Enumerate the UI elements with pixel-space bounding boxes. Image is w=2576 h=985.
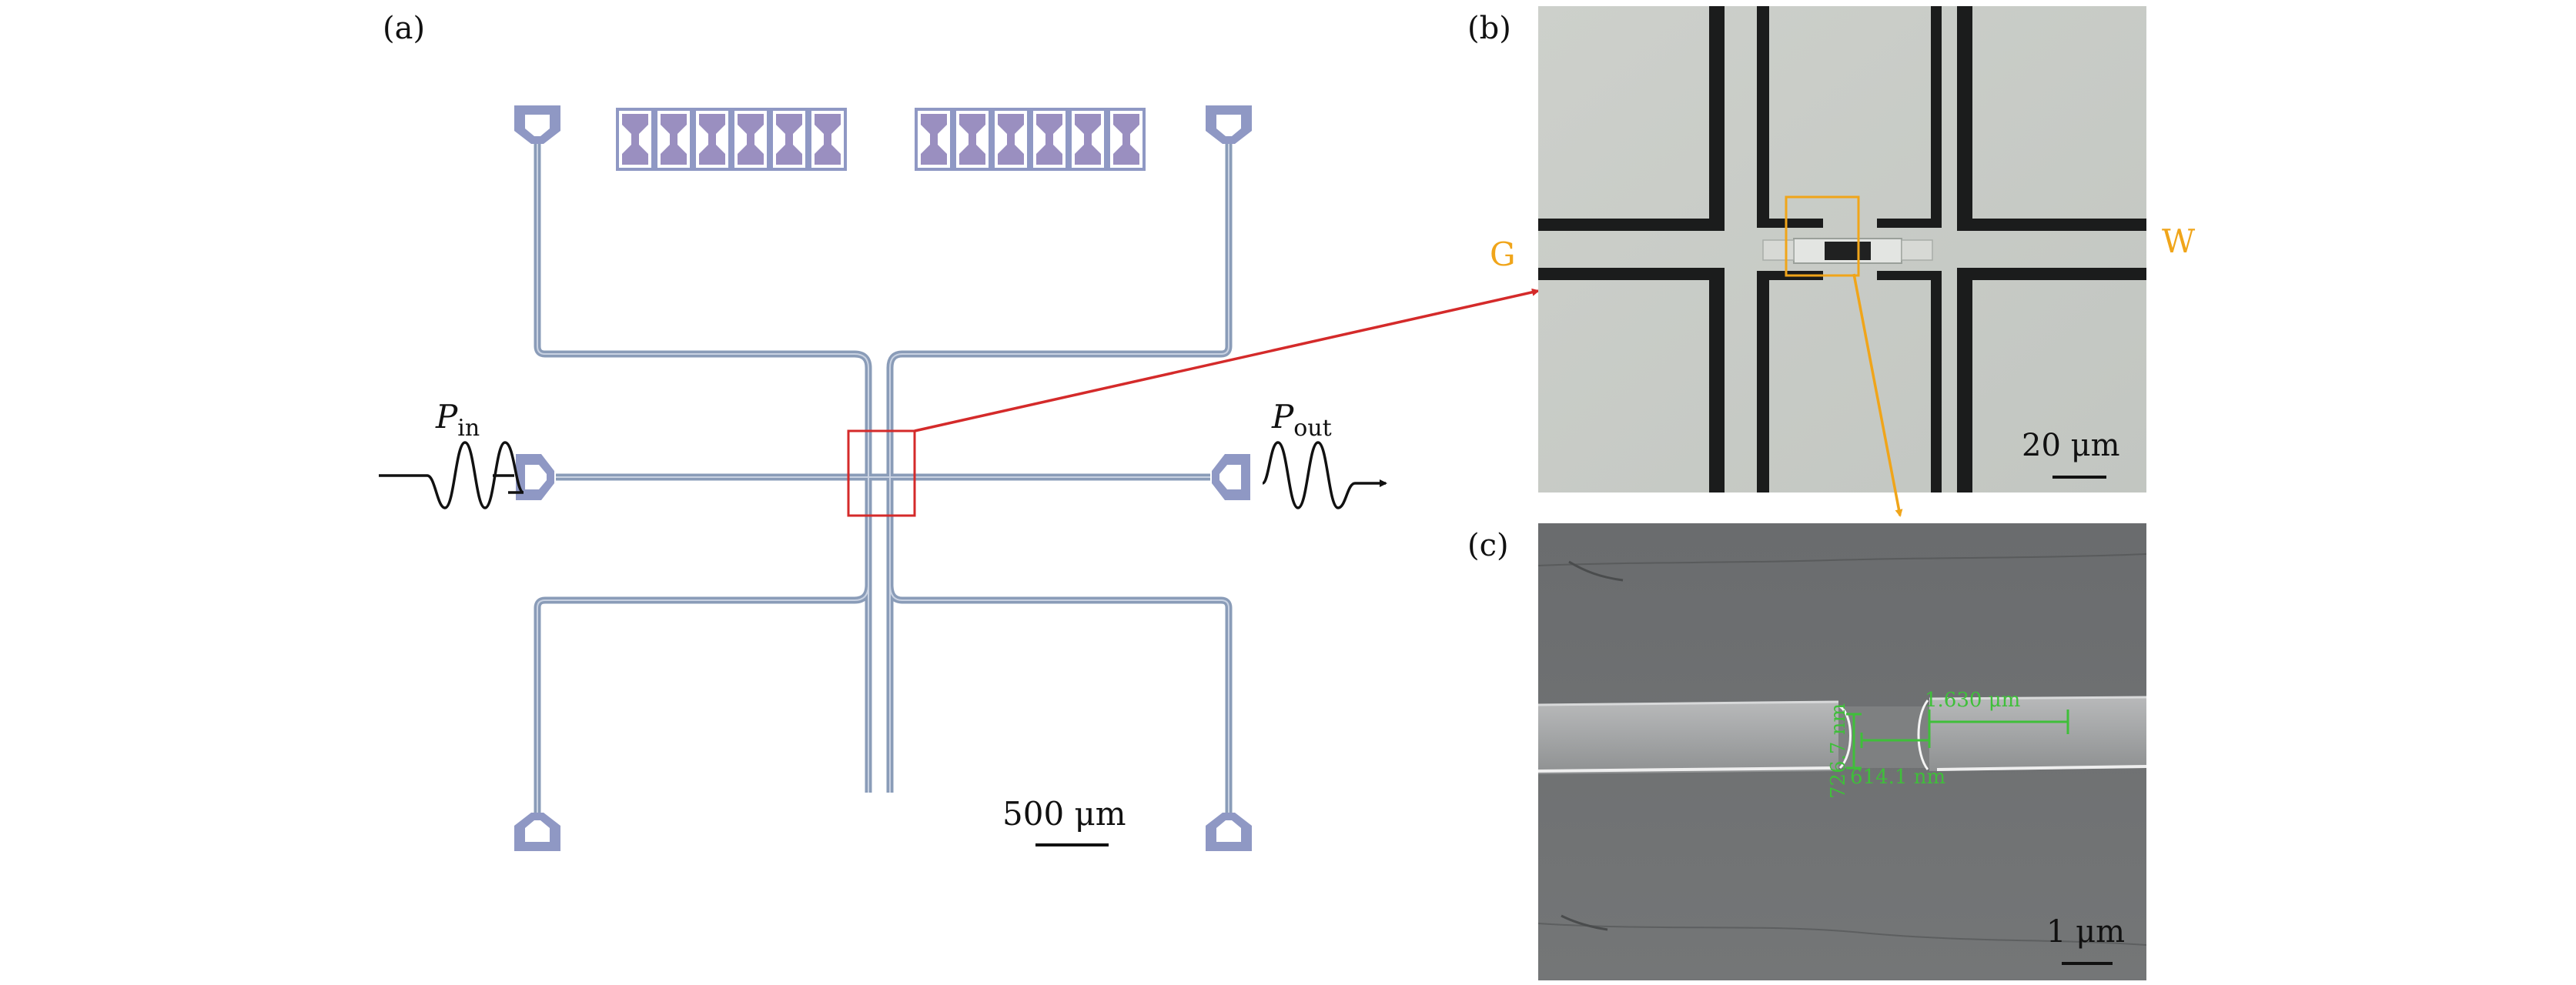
highlight-box-junction-zoom <box>1785 195 1860 277</box>
resonator-cell <box>1107 108 1146 171</box>
panel-b: (b) <box>1467 6 2196 492</box>
waveguide-top-right <box>886 142 1233 793</box>
scale-label-b: 20 μm <box>2022 428 2120 463</box>
resonator-cell <box>1069 108 1107 171</box>
resonator-cell <box>953 108 992 171</box>
resonator-cell <box>1030 108 1069 171</box>
measurement-overlay <box>1846 710 2069 770</box>
panel-c-label: (c) <box>1467 528 1509 563</box>
output-wave-icon <box>1261 441 1356 509</box>
scale-label-c: 1 μm <box>2046 914 2125 950</box>
zoom-arrow-red <box>914 288 1540 432</box>
waveguide-top-left <box>534 142 872 793</box>
panel-a: (a) <box>379 11 1387 851</box>
zoom-arrow-orange <box>1852 273 1903 517</box>
waveguide-highlight <box>537 142 1229 816</box>
resonator-cell <box>808 108 847 171</box>
p-in-label: Pin <box>435 398 480 442</box>
resonator-cell <box>770 108 808 171</box>
micrograph-sem: 726.7 nm 614.1 nm 1.630 μm 1 μm <box>1538 523 2146 980</box>
resonator-array-right <box>915 108 1146 171</box>
resonator-cell <box>654 108 693 171</box>
panel-a-label: (a) <box>383 11 425 46</box>
measure-height-label: 726.7 nm <box>1827 703 1850 799</box>
panel-c: (c) <box>1467 523 2146 980</box>
input-wave-icon <box>379 441 524 509</box>
resonator-cell <box>992 108 1030 171</box>
label-w: W <box>2162 222 2196 260</box>
p-out-label: Pout <box>1271 398 1332 442</box>
pad-bottom-left <box>514 813 560 851</box>
pad-top-left <box>514 105 560 144</box>
waveguide-network <box>534 142 1233 816</box>
resonator-cell <box>693 108 731 171</box>
highlight-box-junction <box>847 429 916 517</box>
label-g: G <box>1490 235 1516 273</box>
pad-input <box>516 454 554 500</box>
waveguide-bottom-left <box>534 584 872 816</box>
resonator-cell <box>616 108 654 171</box>
resonator-array-left <box>616 108 847 171</box>
micrograph-optical: 20 μm <box>1538 6 2146 492</box>
pad-output <box>1212 454 1250 500</box>
measure-gap-label: 614.1 nm <box>1850 766 1945 789</box>
panel-b-label: (b) <box>1467 11 1511 46</box>
pad-bottom-right <box>1206 813 1252 851</box>
resonator-cell <box>915 108 953 171</box>
measure-width-label: 1.630 μm <box>1925 689 2020 712</box>
resonator-cell <box>731 108 770 171</box>
waveguide-bottom-right <box>886 584 1233 816</box>
pad-top-right <box>1206 105 1252 144</box>
scale-label-a: 500 μm <box>1002 795 1126 833</box>
